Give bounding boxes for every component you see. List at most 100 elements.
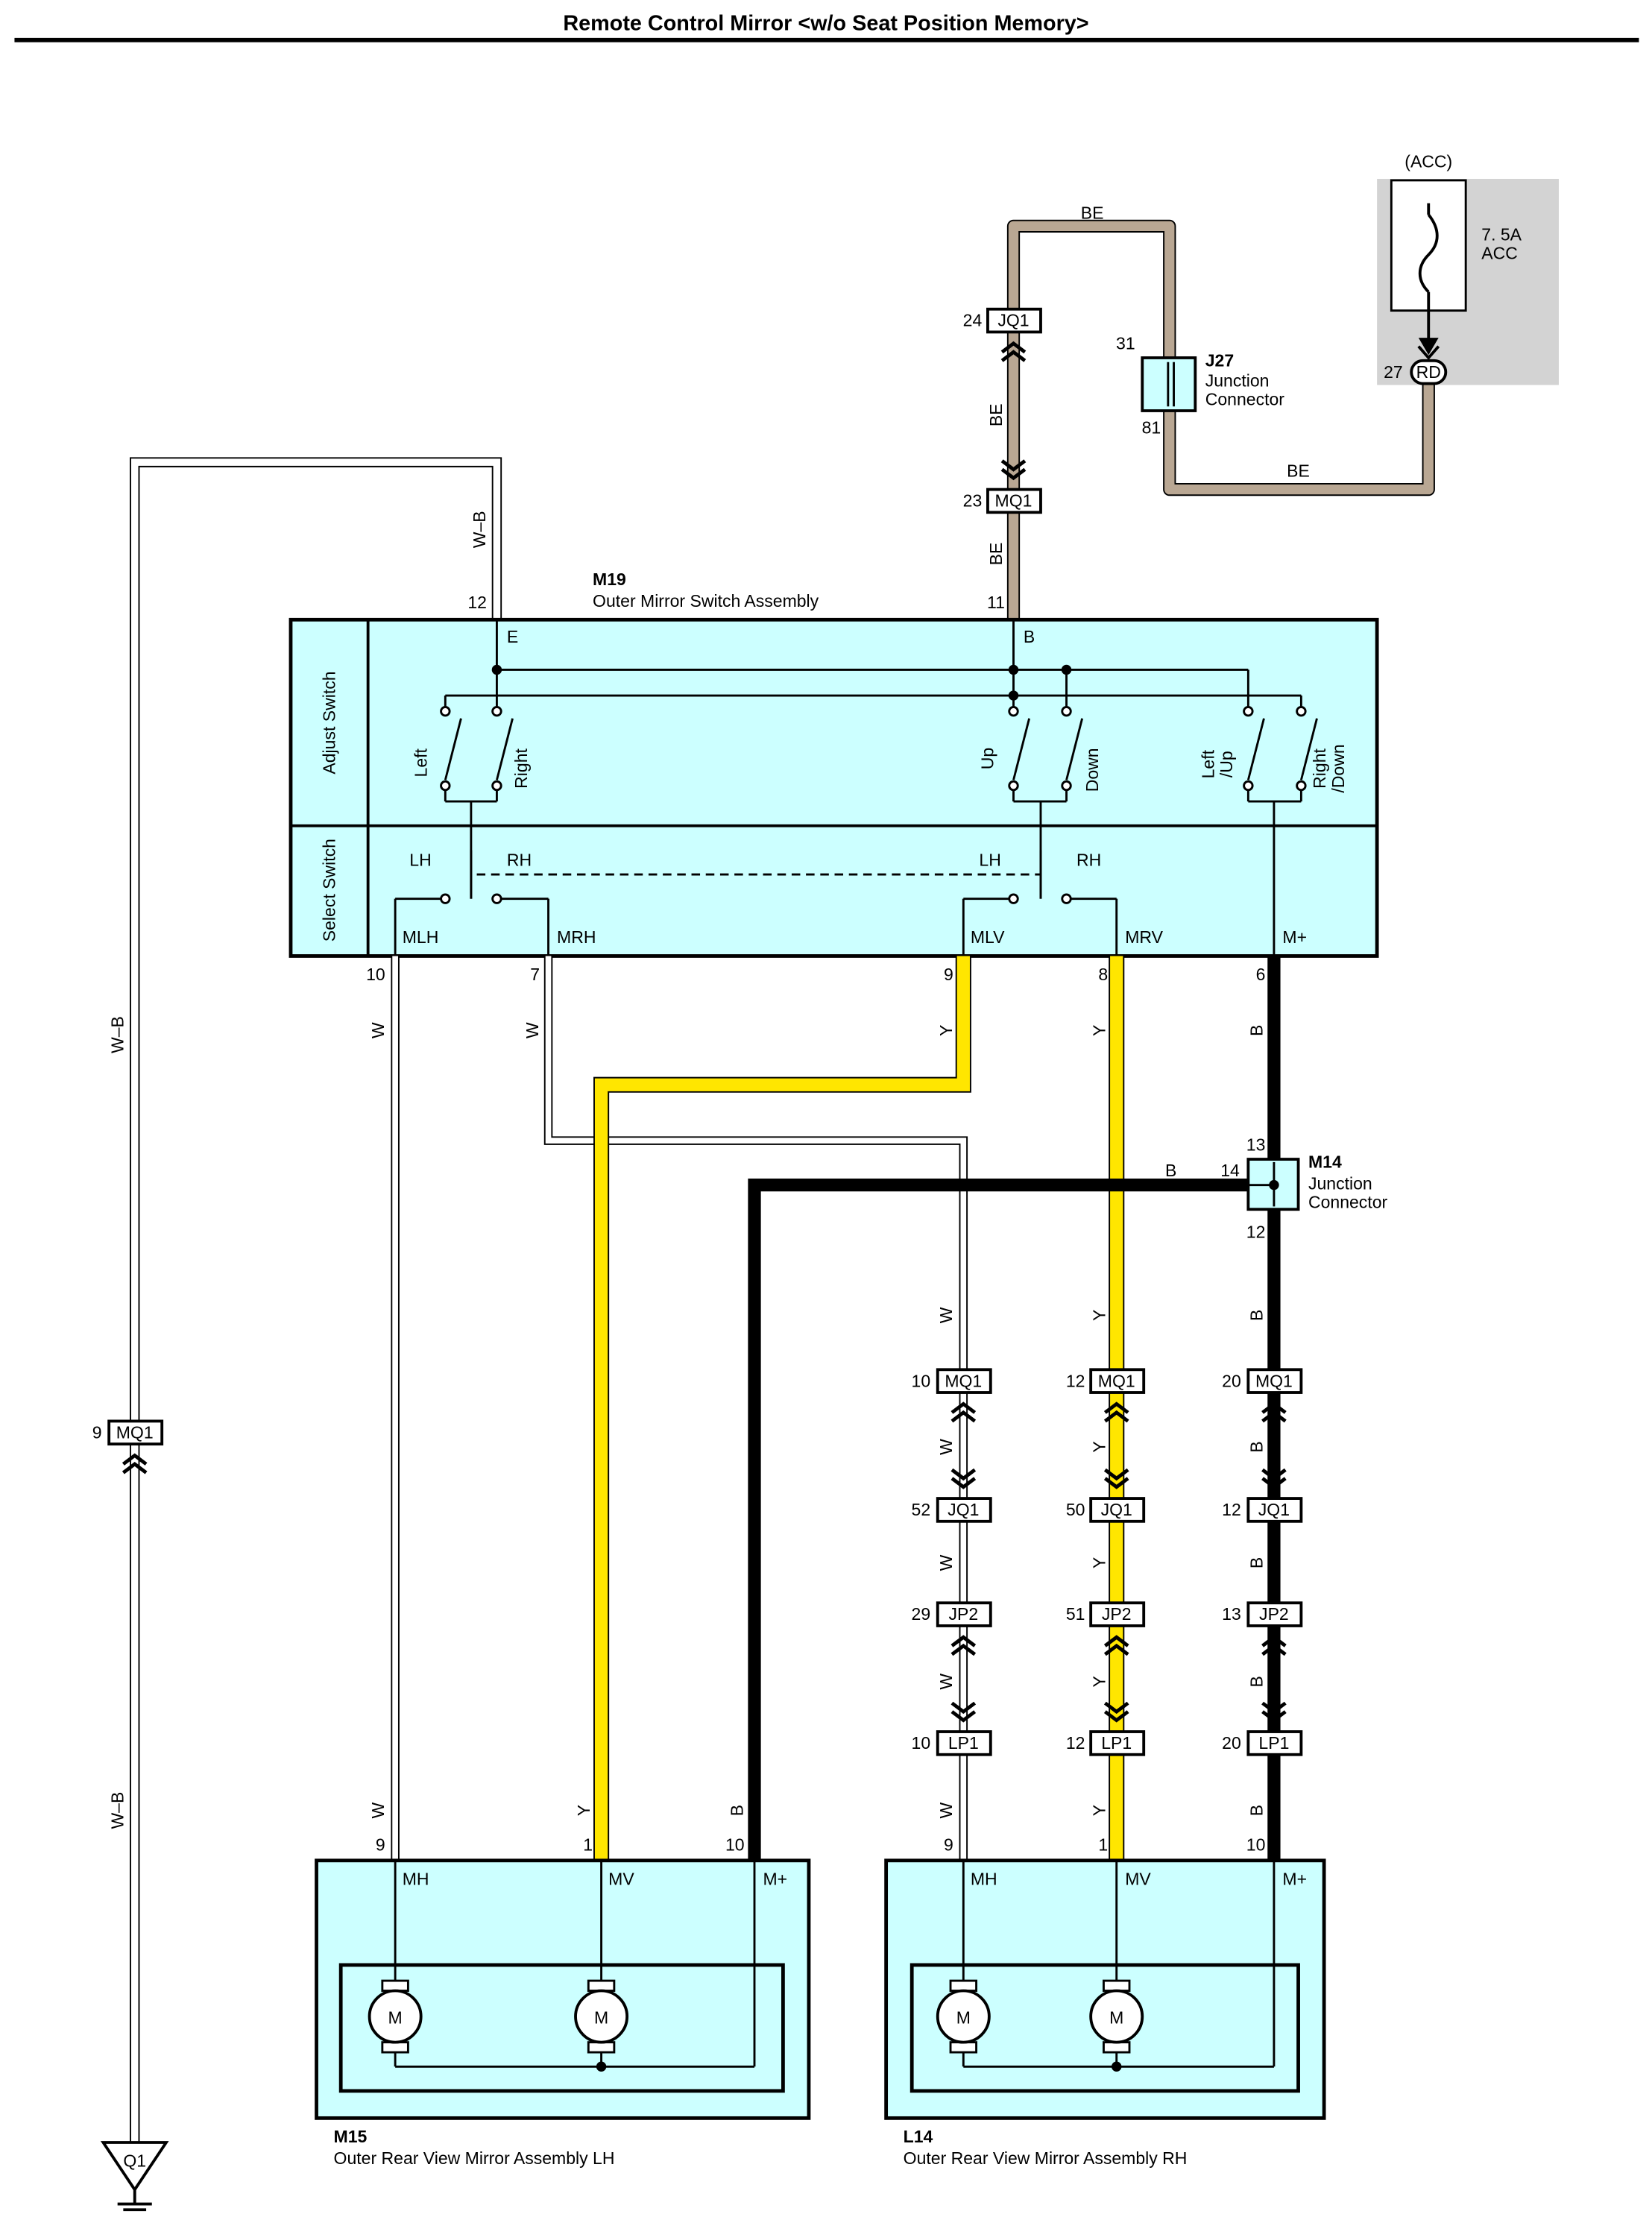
m19-switch-assembly: Adjust Switch Select Switch M19 Outer Mi… bbox=[289, 570, 1379, 984]
lp1-y-pin: 12 bbox=[1066, 1733, 1085, 1753]
b-label-4: B bbox=[1247, 1441, 1267, 1452]
m19-pin-9: 9 bbox=[944, 965, 953, 984]
switch-down-label: Down bbox=[1082, 748, 1102, 792]
select-lh-label-2: LH bbox=[979, 851, 1000, 870]
mq1-b-label: MQ1 bbox=[1255, 1371, 1293, 1390]
mq1-row-connectors: MQ1 10 MQ1 12 MQ1 20 bbox=[912, 1368, 1303, 1486]
m19-pin-7: 7 bbox=[530, 965, 540, 984]
w-label-4: W bbox=[936, 1439, 956, 1455]
fuse-panel: (ACC) 7. 5A ACC RD 27 bbox=[1377, 152, 1559, 385]
jq1-be-connector: JQ1 24 bbox=[963, 307, 1042, 361]
terminal-mrv: MRV bbox=[1125, 927, 1163, 947]
m14-pin-top: 13 bbox=[1246, 1135, 1266, 1155]
m15-name: Outer Rear View Mirror Assembly LH bbox=[334, 2148, 615, 2168]
l14-code: L14 bbox=[904, 2127, 933, 2146]
rd-connector bbox=[1410, 359, 1448, 385]
jp2-b-pin: 13 bbox=[1222, 1604, 1241, 1624]
lp1-y-label: LP1 bbox=[1101, 1733, 1132, 1753]
switch-up-label: Up bbox=[978, 748, 997, 769]
m19-pin-10: 10 bbox=[366, 965, 385, 984]
fuse-name: ACC bbox=[1481, 243, 1518, 262]
j27-name-2: Connector bbox=[1205, 389, 1285, 409]
jq1-w-label: JQ1 bbox=[948, 1500, 979, 1519]
lp1-b-label: LP1 bbox=[1258, 1733, 1289, 1753]
fuse-rating: 7. 5A bbox=[1481, 225, 1522, 245]
m15-code: M15 bbox=[334, 2127, 368, 2146]
b-wire-mplus bbox=[748, 956, 1281, 1861]
m14-junction-connector: 13 14 12 M14 Junction Connector bbox=[1220, 1135, 1387, 1242]
switch-left-label: Left bbox=[411, 748, 430, 777]
jq1-be-pin: 24 bbox=[963, 311, 983, 330]
jp2-w-label: JP2 bbox=[948, 1604, 978, 1624]
mq1-wb-pin: 9 bbox=[92, 1422, 102, 1442]
w-label-8: W bbox=[368, 1802, 388, 1818]
fuse-acc-label: (ACC) bbox=[1404, 152, 1452, 171]
y-wire-mlv bbox=[593, 956, 971, 1861]
m15-pin-mv: 1 bbox=[583, 1835, 593, 1854]
m15-terminal-mplus: M+ bbox=[763, 1869, 788, 1888]
lp1-w-label: LP1 bbox=[948, 1733, 979, 1753]
be-wire bbox=[1006, 219, 1435, 620]
w-label-6: W bbox=[936, 1674, 956, 1690]
select-switch-label: Select Switch bbox=[319, 839, 338, 942]
m19-pin-12: 12 bbox=[467, 593, 487, 612]
motor-icon: M bbox=[574, 1979, 629, 2054]
j27-pin-bottom: 81 bbox=[1142, 418, 1161, 438]
switch-leftup-label-2: /Up bbox=[1217, 751, 1236, 778]
y-label-4: Y bbox=[1089, 1441, 1109, 1452]
y-label-1: Y bbox=[936, 1025, 956, 1036]
mq1-be-pin: 23 bbox=[963, 491, 983, 511]
switch-leftup-label-1: Left bbox=[1198, 749, 1217, 778]
j27-junction-connector: 31 81 J27 Junction Connector bbox=[1116, 333, 1284, 437]
y-label-3: Y bbox=[1089, 1310, 1109, 1321]
mq1-wb-label: MQ1 bbox=[116, 1422, 154, 1442]
switch-rightdown-label-2: /Down bbox=[1328, 744, 1348, 792]
l14-mirror-assembly-rh: M M MH MV M+ 9 1 10 L14 Outer Rear View … bbox=[884, 1835, 1326, 2168]
b-label-7: B bbox=[1247, 1805, 1267, 1816]
m15-terminal-mh: MH bbox=[403, 1869, 429, 1888]
j27-code: J27 bbox=[1205, 350, 1234, 370]
motor-label: M bbox=[1109, 2008, 1123, 2028]
j27-name-1: Junction bbox=[1205, 370, 1270, 390]
select-lh-label-1: LH bbox=[409, 851, 431, 870]
wb-label-top: W–B bbox=[470, 511, 489, 548]
l14-terminal-mv: MV bbox=[1125, 1869, 1151, 1888]
terminal-mlv: MLV bbox=[971, 927, 1005, 947]
terminal-mrh: MRH bbox=[557, 927, 596, 947]
jp2-row-connectors: JP2 29 JP2 51 JP2 13 bbox=[912, 1601, 1303, 1720]
m14-pin-bottom: 12 bbox=[1246, 1223, 1266, 1242]
b-label-5: B bbox=[1247, 1557, 1267, 1568]
motor-icon: M bbox=[368, 1979, 423, 2054]
motor-icon: M bbox=[1089, 1979, 1144, 2054]
l14-name: Outer Rear View Mirror Assembly RH bbox=[904, 2148, 1188, 2168]
terminal-b: B bbox=[1024, 627, 1035, 646]
jq1-row-connectors: JQ1 52 JQ1 50 JQ1 12 bbox=[912, 1497, 1303, 1523]
mq1-y-label: MQ1 bbox=[1098, 1371, 1135, 1390]
m19-code: M19 bbox=[593, 570, 626, 589]
m14-name-2: Connector bbox=[1308, 1192, 1388, 1211]
jp2-y-label: JP2 bbox=[1102, 1604, 1132, 1624]
adjust-switch-label: Adjust Switch bbox=[319, 671, 338, 774]
w-label-7: W bbox=[936, 1802, 956, 1818]
w-label-1: W bbox=[368, 1022, 388, 1038]
motor-label: M bbox=[956, 2008, 971, 2028]
m15-terminal-mv: MV bbox=[608, 1869, 634, 1888]
w-label-2: W bbox=[523, 1022, 542, 1038]
m14-name-1: Junction bbox=[1308, 1173, 1372, 1193]
rd-pin: 27 bbox=[1384, 362, 1403, 382]
motor-label: M bbox=[594, 2008, 608, 2028]
be-wire-label-top: BE bbox=[1081, 204, 1104, 223]
m19-name: Outer Mirror Switch Assembly bbox=[593, 591, 819, 611]
b-label-1: B bbox=[1247, 1025, 1267, 1036]
jq1-be-label: JQ1 bbox=[997, 311, 1029, 330]
w-label-5: W bbox=[936, 1554, 956, 1571]
b-label-8: B bbox=[728, 1805, 747, 1816]
l14-pin-mv: 1 bbox=[1098, 1835, 1108, 1854]
wb-label-mid: W–B bbox=[107, 1016, 127, 1053]
lp1-b-pin: 20 bbox=[1222, 1733, 1241, 1753]
switch-right-label: Right bbox=[511, 748, 531, 788]
y-label-5: Y bbox=[1089, 1557, 1109, 1568]
jp2-w-pin: 29 bbox=[912, 1604, 931, 1624]
y-label-8: Y bbox=[574, 1805, 593, 1816]
